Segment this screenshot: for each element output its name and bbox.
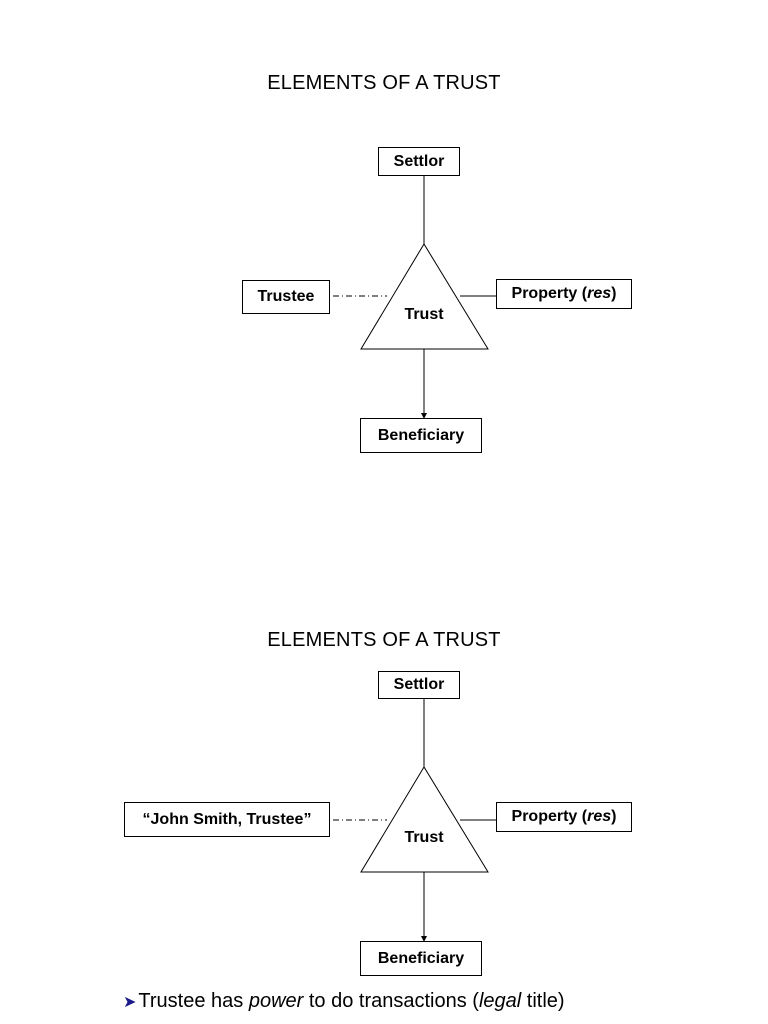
trustee-power-note: ➤Trustee has power to do transactions (l… (123, 990, 565, 1012)
trust-triangle-1 (360, 243, 489, 350)
property-label: Property (res) (511, 285, 617, 302)
trustee-label: “John Smith, Trustee” (142, 810, 312, 828)
settlor-label: Settlor (393, 152, 445, 170)
arrow-bullet-icon: ➤ (123, 994, 137, 1011)
settlor-box: Settlor (378, 147, 460, 176)
trust-triangle-2 (360, 766, 489, 873)
trustee-box: “John Smith, Trustee” (124, 802, 330, 837)
settlor-box: Settlor (378, 671, 460, 699)
trustee-box: Trustee (242, 280, 330, 314)
diagram1-lines (333, 176, 496, 419)
diagram2-lines (333, 699, 496, 942)
property-box: Property (res) (496, 279, 632, 309)
settlor-label: Settlor (393, 676, 445, 693)
property-label: Property (res) (511, 808, 617, 825)
trust-label: Trust (404, 306, 444, 323)
diagram2-title: ELEMENTS OF A TRUST (267, 629, 501, 651)
beneficiary-label: Beneficiary (377, 949, 465, 967)
trustee-label: Trustee (257, 288, 315, 305)
beneficiary-box: Beneficiary (360, 941, 482, 976)
property-box: Property (res) (496, 802, 632, 832)
beneficiary-box: Beneficiary (360, 418, 482, 453)
diagram1-title: ELEMENTS OF A TRUST (267, 72, 501, 94)
beneficiary-label: Beneficiary (377, 426, 465, 444)
trust-label: Trust (404, 829, 444, 846)
